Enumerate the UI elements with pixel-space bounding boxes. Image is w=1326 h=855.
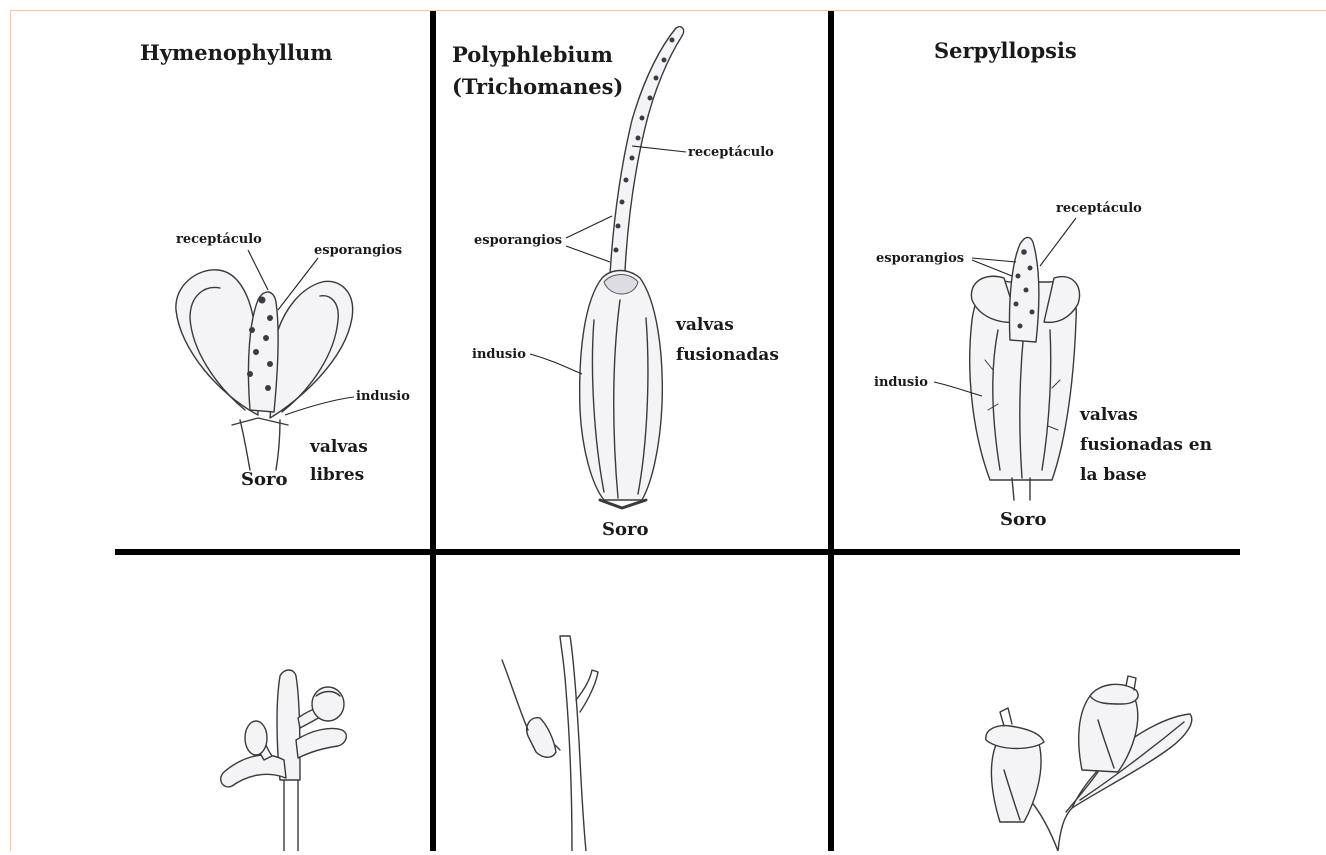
- label-la-base-serpyllopsis: la base: [1080, 465, 1147, 485]
- label-fusionadas-serpyllopsis: fusionadas en: [1080, 435, 1212, 455]
- panel-title-polyphlebium: Polyphlebium: [452, 42, 613, 67]
- label-soro-serpyllopsis: Soro: [1000, 509, 1047, 530]
- label-esporangios-hymenophyllum: esporangios: [314, 243, 402, 258]
- leader-receptaculo-serpyllopsis: [1040, 218, 1076, 266]
- label-receptaculo-hymenophyllum: receptáculo: [176, 232, 262, 247]
- label-receptaculo-serpyllopsis: receptáculo: [1056, 201, 1142, 216]
- panel-title-hymenophyllum: Hymenophyllum: [140, 40, 333, 65]
- panel-hymenophyllum: Hymenophyllum: [140, 40, 410, 490]
- label-fusionadas-polyphlebium: fusionadas: [676, 345, 779, 365]
- label-soro-hymenophyllum: Soro: [241, 469, 288, 490]
- leader-esporangios-serpyllopsis-b: [972, 260, 1012, 276]
- panel-subtitle-trichomanes: (Trichomanes): [452, 74, 623, 99]
- label-indusio-serpyllopsis: indusio: [874, 375, 928, 390]
- leader-esporangios-polyphlebium-a: [566, 216, 612, 238]
- label-indusio-polyphlebium: indusio: [472, 347, 526, 362]
- leader-indusio-polyphlebium: [530, 354, 582, 374]
- label-receptaculo-polyphlebium: receptáculo: [688, 145, 774, 160]
- label-libres-hymenophyllum: libres: [310, 465, 364, 485]
- label-soro-polyphlebium: Soro: [602, 519, 649, 540]
- label-valvas-polyphlebium: valvas: [675, 315, 734, 335]
- leader-receptaculo-hymenophyllum: [248, 250, 268, 290]
- label-valvas-serpyllopsis: valvas: [1079, 405, 1138, 425]
- frame-top-edge: [10, 10, 1326, 11]
- serpyllopsis-habit-drawing: [986, 676, 1192, 851]
- label-valvas-hymenophyllum: valvas: [309, 437, 368, 457]
- frame-left-edge: [10, 10, 11, 851]
- label-esporangios-serpyllopsis: esporangios: [876, 251, 964, 266]
- polyphlebium-habit-drawing: [502, 636, 598, 851]
- leader-esporangios-serpyllopsis-a: [972, 258, 1016, 262]
- panel-polyphlebium: Polyphlebium (Trichomanes): [452, 27, 779, 540]
- label-esporangios-polyphlebium: esporangios: [474, 233, 562, 248]
- label-indusio-hymenophyllum: indusio: [356, 389, 410, 404]
- panel-serpyllopsis: Serpyllopsis: [874, 38, 1212, 530]
- leader-esporangios-polyphlebium-b: [566, 246, 610, 262]
- hymenophyllum-habit-drawing: [221, 670, 347, 851]
- serpyllopsis-sorus-drawing: [970, 237, 1080, 500]
- panel-title-serpyllopsis: Serpyllopsis: [934, 38, 1077, 63]
